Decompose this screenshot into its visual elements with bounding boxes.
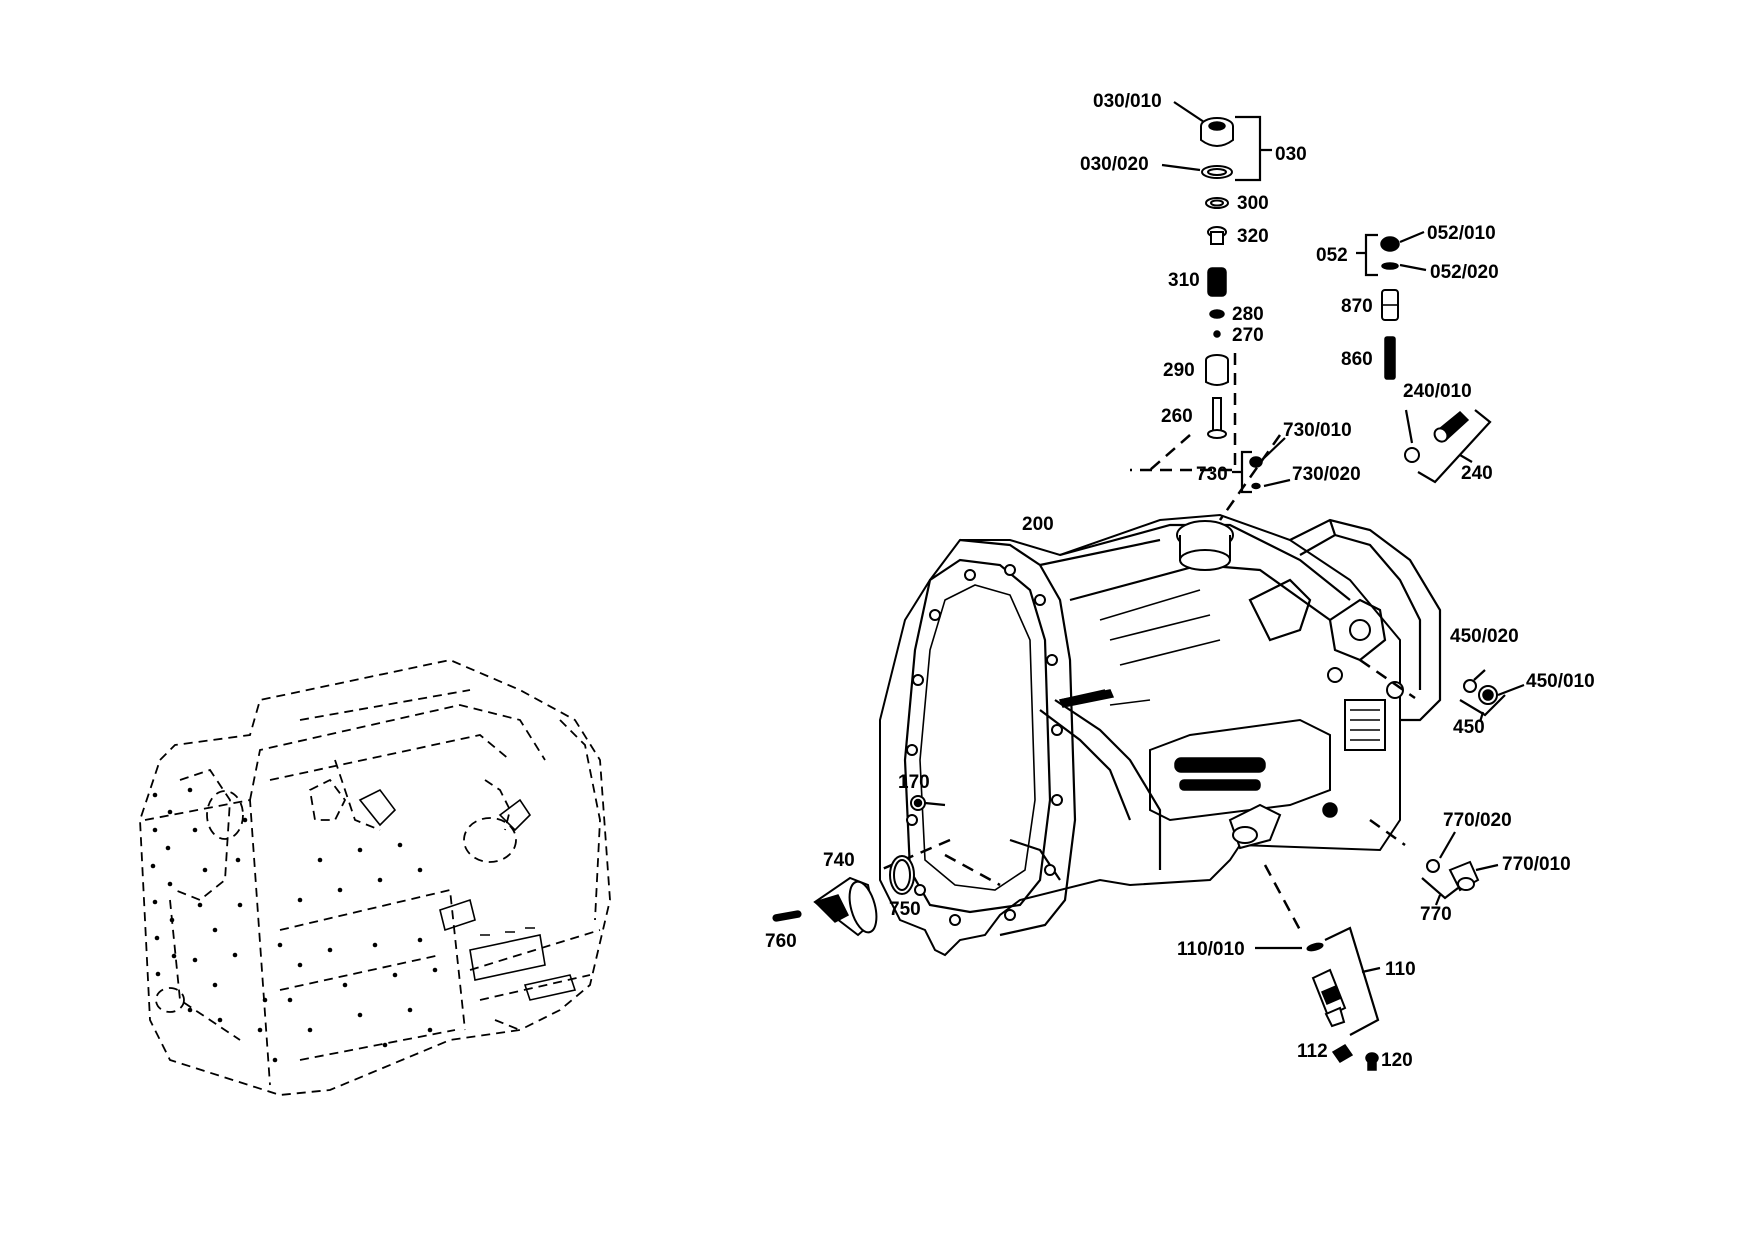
label-770-010: 770/010	[1502, 854, 1571, 875]
o-ring-750	[889, 855, 915, 895]
rod-860	[1384, 336, 1396, 380]
leader-052-020	[1399, 263, 1427, 272]
leader-730-010	[1263, 437, 1286, 459]
label-280: 280	[1232, 304, 1264, 325]
label-730-020: 730/020	[1292, 464, 1361, 485]
housing-bolt-holes	[906, 564, 1063, 926]
ball-270	[1213, 330, 1221, 338]
label-030-010: 030/010	[1093, 91, 1162, 112]
label-170: 170	[898, 772, 930, 793]
bracket-052	[1356, 233, 1378, 277]
seal-112	[1331, 1044, 1354, 1063]
ghost-rivet-dots	[150, 787, 438, 1063]
label-110-010: 110/010	[1177, 939, 1245, 960]
label-310: 310	[1168, 270, 1200, 291]
bracket-110	[1324, 926, 1381, 1036]
label-200: 200	[1022, 514, 1054, 535]
leader-052-010	[1399, 230, 1425, 244]
ring-300	[1205, 197, 1229, 209]
label-300: 300	[1237, 193, 1269, 214]
seal-052-020	[1381, 262, 1399, 270]
plug-030-010	[1200, 117, 1234, 147]
label-770: 770	[1420, 904, 1452, 925]
washer-450-020	[1463, 679, 1477, 693]
sleeve-870	[1381, 289, 1399, 321]
ring-110-010	[1306, 942, 1324, 952]
ring-240-010	[1404, 447, 1420, 463]
label-240: 240	[1461, 463, 1493, 484]
label-052-010: 052/010	[1427, 223, 1496, 244]
label-760: 760	[765, 931, 797, 952]
ball-280	[1209, 309, 1225, 319]
sensor-110	[1311, 968, 1347, 1028]
label-030: 030	[1275, 144, 1307, 165]
leader-730-020	[1263, 478, 1291, 488]
label-320: 320	[1237, 226, 1269, 247]
bracket-450	[1459, 694, 1506, 723]
bracket-730	[1232, 450, 1252, 494]
bracket-240	[1417, 409, 1492, 484]
pin-260	[1207, 397, 1227, 439]
label-770-020: 770/020	[1443, 810, 1512, 831]
plug-170	[910, 795, 926, 811]
sleeve-290	[1205, 354, 1229, 386]
nut-450-010	[1478, 685, 1498, 705]
leader-450-010	[1497, 683, 1525, 697]
leader-170	[924, 801, 946, 807]
label-730: 730	[1196, 464, 1228, 485]
label-290: 290	[1163, 360, 1195, 381]
part-labels: 030/010 030/020 030 300 320 310 280 270 …	[765, 91, 1595, 1071]
label-750: 750	[889, 899, 921, 920]
label-030-020: 030/020	[1080, 154, 1149, 175]
spring-310	[1207, 267, 1227, 297]
leader-030-010	[1173, 101, 1205, 123]
plug-240	[1433, 410, 1470, 443]
ghost-transmission-assembly	[139, 659, 611, 1096]
label-740: 740	[823, 850, 855, 871]
washer-770-020	[1426, 859, 1440, 873]
leader-770-010	[1475, 863, 1499, 872]
label-450: 450	[1453, 717, 1485, 738]
label-120: 120	[1381, 1050, 1413, 1071]
pin-760	[772, 910, 802, 922]
leader-030-020	[1161, 163, 1201, 172]
plug-052-010	[1380, 236, 1400, 252]
plug-770-010	[1448, 860, 1480, 892]
label-112: 112	[1297, 1041, 1328, 1062]
label-240-010: 240/010	[1403, 381, 1472, 402]
label-870: 870	[1341, 296, 1373, 317]
bracket-770	[1421, 877, 1459, 906]
washer-730-020	[1251, 482, 1261, 490]
screw-320	[1207, 226, 1227, 245]
label-052: 052	[1316, 245, 1348, 266]
label-270: 270	[1232, 325, 1264, 346]
label-730-010: 730/010	[1283, 420, 1352, 441]
bracket-030	[1235, 115, 1272, 182]
label-260: 260	[1161, 406, 1193, 427]
screw-120	[1365, 1052, 1379, 1071]
transmission-housing-200	[879, 513, 1442, 957]
leader-450-020	[1473, 669, 1486, 681]
label-860: 860	[1341, 349, 1373, 370]
seal-030-020	[1201, 165, 1233, 179]
label-450-010: 450/010	[1526, 671, 1595, 692]
label-450-020: 450/020	[1450, 626, 1519, 647]
label-110: 110	[1385, 959, 1416, 980]
leader-240-010	[1404, 409, 1414, 444]
screw-730-010	[1249, 456, 1263, 468]
cover-740	[813, 876, 878, 937]
label-052-020: 052/020	[1430, 262, 1499, 283]
leader-770-020	[1439, 831, 1456, 859]
